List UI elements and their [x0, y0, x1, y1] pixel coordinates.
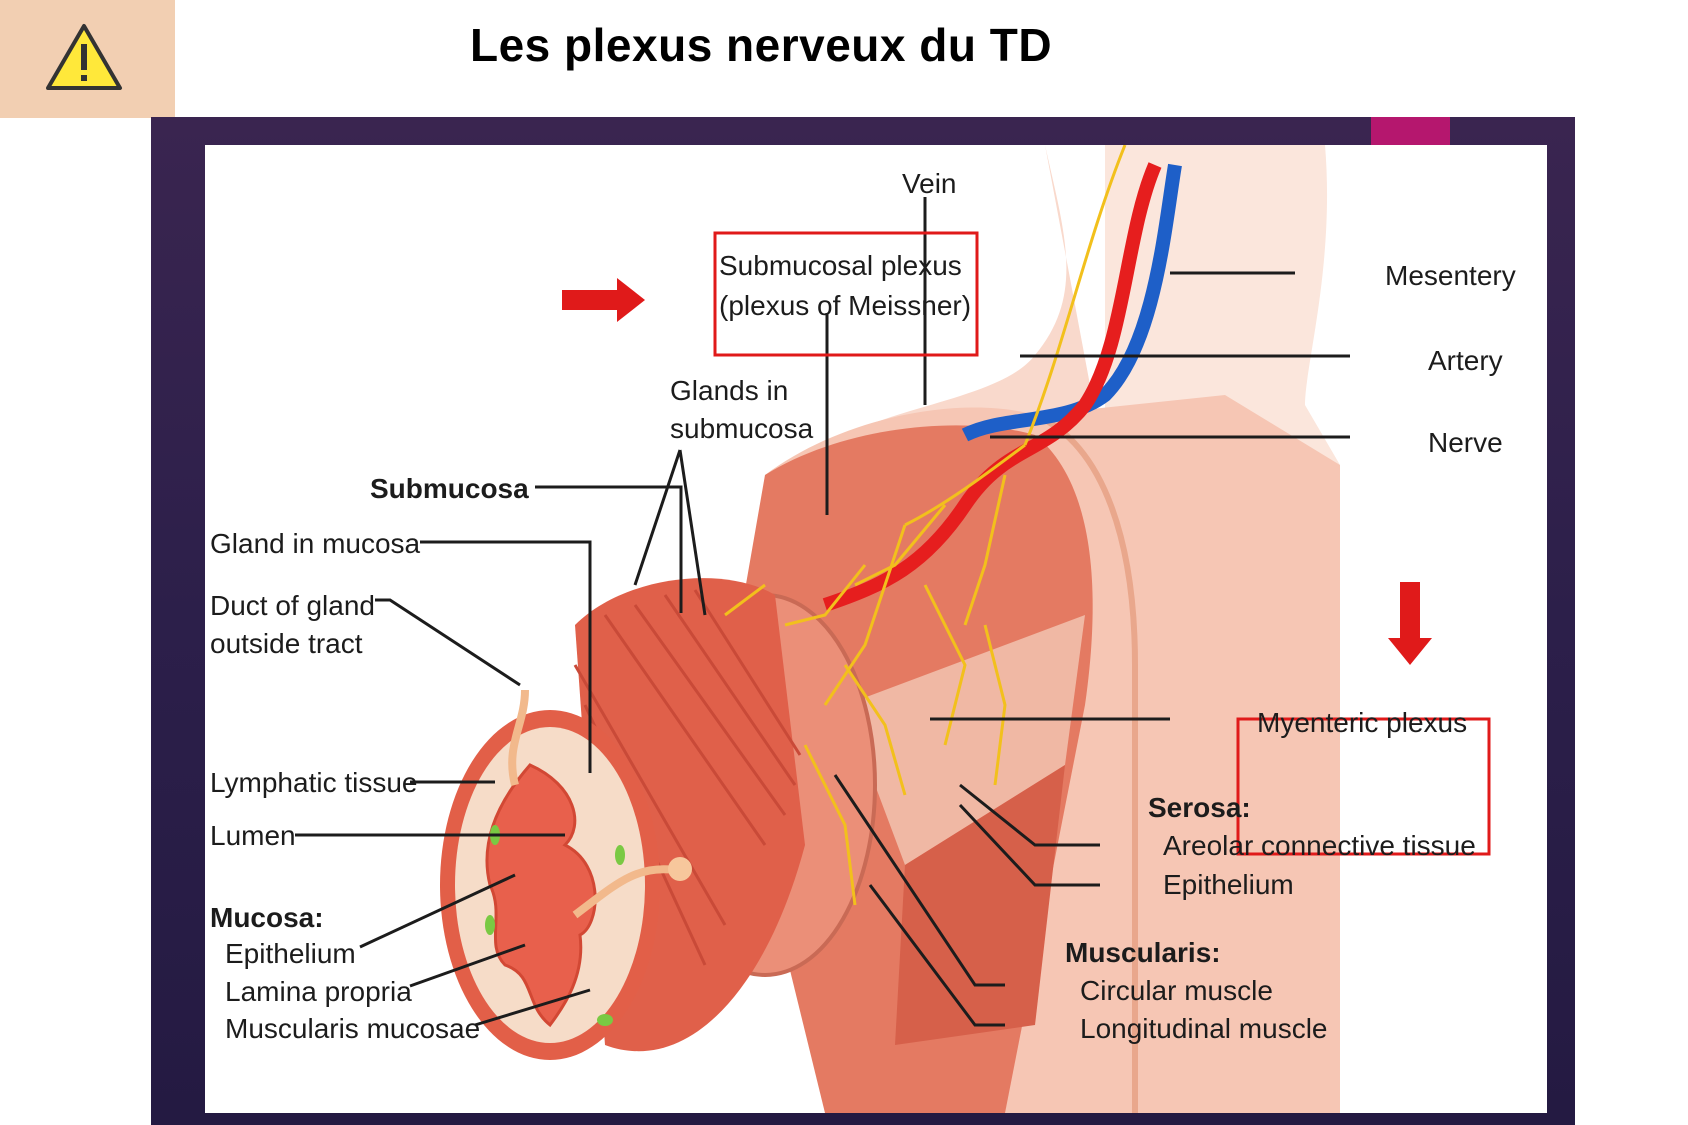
circular-muscle-block: [845, 615, 1085, 865]
label-glands-2: submucosa: [670, 413, 814, 444]
leader-gland-mucosa: [420, 540, 592, 773]
leader-muscularis-mucosae: [474, 988, 591, 1027]
arrow-down-icon: [1388, 582, 1432, 665]
label-glands-1: Glands in: [670, 375, 788, 406]
label-serosa: Serosa:: [1148, 792, 1251, 823]
vein-vessel: [961, 163, 1182, 442]
leader-epithelium: [359, 873, 516, 949]
page-title: Les plexus nerveux du TD: [470, 19, 1053, 71]
label-artery: Artery: [1428, 345, 1503, 376]
label-areolar: Areolar connective tissue: [1163, 830, 1476, 861]
label-lumen: Lumen: [210, 820, 296, 851]
label-duct-2: outside tract: [210, 628, 363, 659]
leader-circular: [833, 774, 1005, 987]
leader-longitudinal: [868, 884, 1005, 1027]
label-submucosal-plexus-2: (plexus of Meissner): [719, 290, 971, 321]
arrow-right-icon: [562, 278, 645, 322]
label-lamina-propria: Lamina propria: [225, 976, 412, 1007]
submucosal-plexus-highlight-box: [713, 231, 979, 357]
lymphatic-nodule-4: [597, 1014, 613, 1026]
lymphatic-nodule-3: [485, 915, 495, 935]
artery-vessel: [822, 162, 1162, 612]
leader-areolar: [959, 783, 1100, 847]
gi-tract-diagram: Vein Submucosal plexus (plexus of Meissn…: [210, 145, 1516, 1113]
warning-box: [0, 0, 175, 118]
diagram-panel: Vein Submucosal plexus (plexus of Meissn…: [205, 145, 1547, 1113]
label-lymphatic: Lymphatic tissue: [210, 767, 418, 798]
label-muscularis: Muscularis:: [1065, 937, 1221, 968]
gland-cluster: [668, 857, 692, 881]
label-mucosa: Mucosa:: [210, 902, 324, 933]
label-circular-muscle: Circular muscle: [1080, 975, 1273, 1006]
label-duct-1: Duct of gland: [210, 590, 375, 621]
label-nerve: Nerve: [1428, 427, 1503, 458]
gland-duct: [508, 689, 676, 919]
label-longitudinal-muscle: Longitudinal muscle: [1080, 1013, 1328, 1044]
lumen-shape: [485, 763, 597, 1028]
label-myenteric-plexus: Myenteric plexus: [1257, 707, 1467, 738]
leader-glands: [633, 449, 707, 616]
warning-triangle-icon: [46, 24, 122, 90]
label-serosa-epithelium: Epithelium: [1163, 869, 1294, 900]
frame-accent-bar: [1371, 117, 1450, 145]
label-epithelium: Epithelium: [225, 938, 356, 969]
lymphatic-nodule-2: [615, 845, 625, 865]
label-vein: Vein: [902, 168, 957, 199]
nerve-fibers: [724, 145, 1127, 906]
label-submucosal-plexus-1: Submucosal plexus: [719, 250, 962, 281]
myenteric-plexus-highlight-box: [1236, 717, 1491, 856]
label-submucosa: Submucosa: [370, 473, 529, 504]
label-gland-mucosa: Gland in mucosa: [210, 528, 421, 559]
leader-lamina-propria: [409, 943, 526, 988]
label-mesentery: Mesentery: [1385, 260, 1516, 291]
label-muscularis-mucosae: Muscularis mucosae: [225, 1013, 480, 1044]
leader-duct: [375, 598, 521, 687]
leader-submucosa: [535, 485, 683, 613]
leader-serosa-epithelium: [958, 803, 1100, 887]
muscle-tube-stripes: [573, 589, 802, 966]
